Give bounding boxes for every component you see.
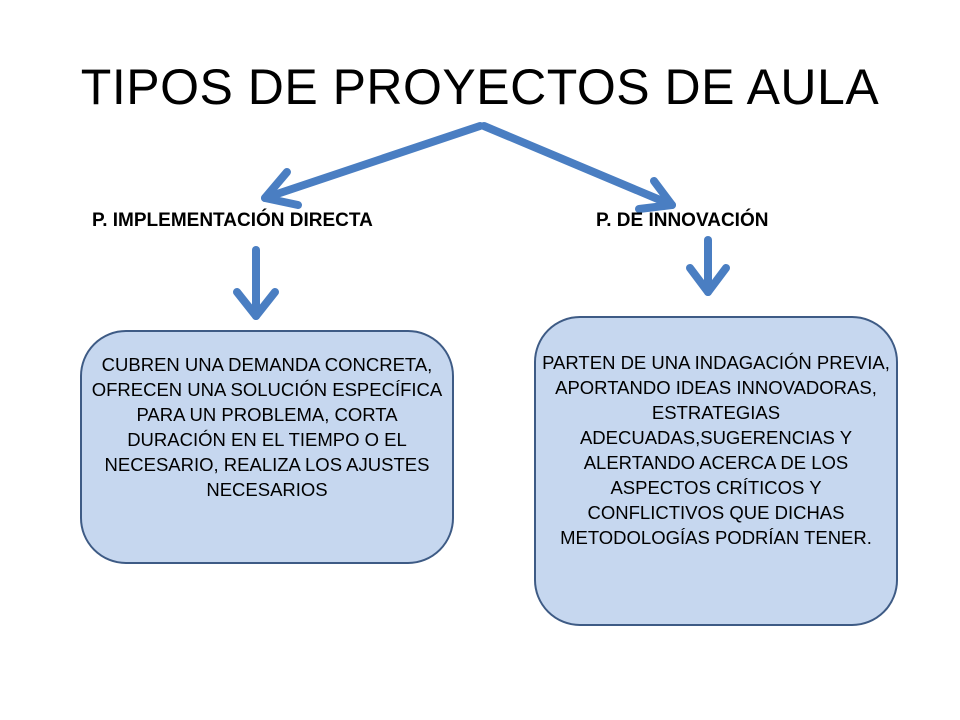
branch-label-implementacion: P. IMPLEMENTACIÓN DIRECTA — [92, 210, 373, 231]
arrow-down-right — [686, 236, 730, 296]
branch-label-innovacion: P. DE INNOVACIÓN — [596, 210, 769, 231]
description-box-innovacion: PARTEN DE UNA INDAGACIÓN PREVIA, APORTAN… — [534, 316, 898, 626]
description-text-innovacion: PARTEN DE UNA INDAGACIÓN PREVIA, APORTAN… — [542, 352, 890, 548]
arrow-to-implementacion — [261, 122, 484, 209]
slide-title: TIPOS DE PROYECTOS DE AULA — [80, 59, 880, 115]
description-text-implementacion: CUBREN UNA DEMANDA CONCRETA, OFRECEN UNA… — [91, 354, 443, 500]
arrow-to-innovacion — [480, 122, 676, 213]
arrow-down-left — [233, 246, 279, 320]
description-box-implementacion: CUBREN UNA DEMANDA CONCRETA, OFRECEN UNA… — [80, 330, 454, 564]
